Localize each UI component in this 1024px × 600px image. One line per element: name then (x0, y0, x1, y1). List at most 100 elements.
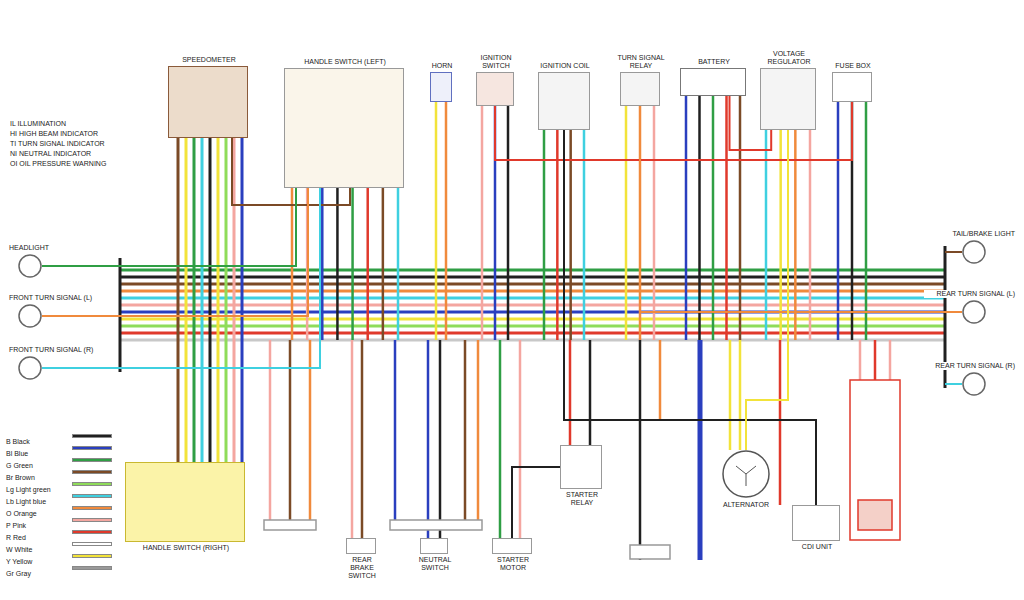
wire (569, 130, 572, 340)
wire (321, 188, 324, 340)
component-label: VOLTAGE REGULATOR (755, 50, 823, 66)
legend-note: IL ILLUMINATION (10, 120, 66, 128)
motor-box: STARTER MOTOR (492, 538, 532, 554)
legend-row: Lb Light blue (6, 490, 116, 501)
legend-row: Lg Light green (6, 478, 116, 489)
wire (193, 138, 196, 462)
outline-circle (19, 357, 41, 379)
wire (685, 96, 688, 340)
wire (569, 340, 572, 445)
outline (962, 372, 986, 396)
component-label: IGNITION COIL (533, 62, 597, 70)
wire (712, 96, 715, 340)
wire (779, 340, 782, 505)
wire (351, 188, 354, 340)
wire (120, 318, 945, 321)
wire (945, 251, 962, 253)
wire (439, 340, 442, 538)
legend-row: Bl Blue (6, 442, 116, 453)
lamp-symbol: REAR TURN SIGNAL (L) (962, 300, 986, 324)
connector-block (390, 520, 482, 530)
legend-row: O Orange (6, 502, 116, 513)
component-label: HANDLE SWITCH (LEFT) (279, 58, 411, 66)
wire (499, 340, 502, 538)
component-label: STARTER RELAY (555, 491, 609, 507)
component-label: NEUTRAL SWITCH (415, 556, 455, 572)
wire (120, 276, 945, 279)
legend-swatch (72, 446, 112, 450)
relay-box: STARTER RELAY (560, 445, 602, 489)
outline-circle (963, 301, 985, 323)
wire (427, 340, 430, 538)
wire (739, 340, 742, 450)
lamp-symbol: TAIL/BRAKE LIGHT (962, 240, 986, 264)
outline-circle (963, 373, 985, 395)
wire (394, 340, 397, 520)
component-label: REAR BRAKE SWITCH (341, 556, 383, 580)
wire (659, 340, 662, 420)
switch-box: REAR BRAKE SWITCH (346, 538, 376, 554)
legend-row: Gr Gray (6, 562, 116, 573)
wire (556, 130, 559, 340)
wire (120, 332, 945, 335)
wire (366, 188, 369, 340)
wire (120, 283, 945, 286)
component-label: ALTERNATOR (716, 501, 776, 509)
legend-swatch (72, 482, 112, 486)
switch-box: HANDLE SWITCH (RIGHT) (125, 462, 245, 542)
coil-box: IGNITION COIL (538, 72, 590, 130)
wire (698, 340, 703, 560)
wire (765, 130, 768, 340)
wire (361, 340, 364, 538)
wire (865, 102, 868, 340)
wire-connector (42, 188, 296, 266)
wire (653, 106, 656, 340)
wire (120, 325, 945, 328)
legend-text: R Red (6, 534, 26, 541)
legend-swatch (72, 566, 112, 570)
wire (185, 138, 188, 462)
wire (120, 269, 945, 272)
wire (837, 102, 840, 340)
wire (477, 340, 480, 520)
component-label: BATTERY (675, 58, 753, 66)
wire (120, 339, 945, 342)
outline-circle (19, 305, 41, 327)
wire (225, 138, 228, 462)
connector-block (630, 545, 670, 559)
legend-row: R Red (6, 526, 116, 537)
wire (889, 340, 892, 380)
legend-text: Gr Gray (6, 570, 31, 577)
legend-row: G Green (6, 454, 116, 465)
component-label: FRONT TURN SIGNAL (R) (8, 346, 100, 354)
component-label: CDI UNIT (787, 543, 847, 551)
wire-connector (42, 188, 320, 368)
fuse-box: FUSE BOX (832, 72, 872, 102)
legend-swatch (72, 506, 112, 510)
wire (859, 340, 862, 380)
wire (698, 96, 701, 340)
outline (722, 450, 770, 498)
wire (291, 188, 294, 340)
legend-text: Lg Light green (6, 486, 51, 493)
wire-connector (512, 467, 560, 538)
component-label: REAR TURN SIGNAL (R) (924, 362, 1016, 370)
wire (382, 188, 385, 340)
lamp-symbol: HEADLIGHT (18, 254, 42, 278)
legend-note: HI HIGH BEAM INDICATOR (10, 130, 98, 138)
legend-text: B Black (6, 438, 30, 445)
legend-text: Bl Blue (6, 450, 28, 457)
outline-circle (963, 241, 985, 263)
connector-block (858, 500, 892, 530)
legend-swatch (72, 494, 112, 498)
legend-swatch (72, 542, 112, 546)
legend-note: TI TURN SIGNAL INDICATOR (10, 140, 105, 148)
legend-text: P Pink (6, 522, 26, 529)
alternator-symbol: ALTERNATOR (722, 450, 770, 498)
switch-box: HANDLE SWITCH (LEFT) (284, 68, 404, 188)
wire (120, 290, 945, 293)
wire (120, 297, 945, 300)
outline (18, 254, 42, 278)
wire (725, 96, 728, 340)
legend-swatch (72, 530, 112, 534)
